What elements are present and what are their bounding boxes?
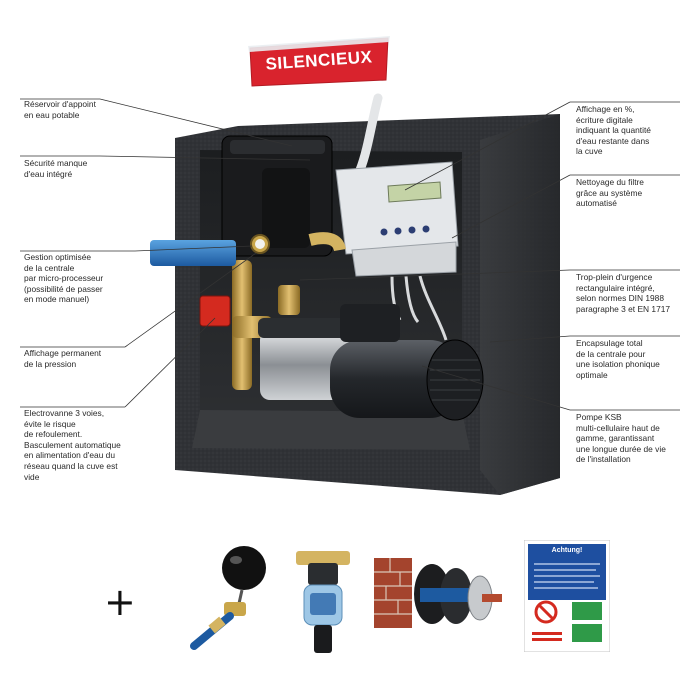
cable-3 [418, 275, 448, 341]
pump-head [258, 318, 358, 338]
pump-motor [330, 340, 460, 418]
cable-2 [404, 275, 420, 323]
warning-sign-accessory [524, 540, 610, 652]
label-encapsulage: Encapsulage total de la centrale pour un… [576, 338, 660, 380]
reservoir-lid [230, 140, 325, 154]
pump-terminal-box [340, 304, 400, 342]
central-unit-illustration [20, 93, 680, 495]
pressure-gauge-face [255, 239, 265, 249]
label-trop-plein: Trop-plein d'urgence rectangulaire intég… [576, 272, 671, 314]
label-nettoyage: Nettoyage du filtre grâce au système aut… [576, 177, 644, 209]
float-valve-accessory [190, 546, 266, 650]
filter-accessory [296, 551, 350, 653]
digital-display [387, 181, 442, 203]
control-button-3 [408, 226, 416, 234]
label-securite: Sécurité manque d'eau intégré [24, 158, 88, 179]
red-electrovanne [199, 295, 231, 327]
label-gestion: Gestion optimisée de la centrale par mic… [24, 252, 104, 305]
label-electrovanne: Electrovanne 3 voies, évite le risque de… [24, 408, 121, 482]
brass-elbow [308, 232, 346, 252]
label-affichage-pourcentage: Affichage en %, écriture digitale indiqu… [576, 104, 651, 157]
housing-floor [192, 410, 470, 450]
control-box-base [351, 241, 457, 277]
housing-right-side [480, 114, 560, 495]
silencieux-badge: SILENCIEUX [246, 34, 392, 88]
leader-lines [20, 98, 680, 411]
control-button-1 [380, 228, 388, 236]
wall-passage-accessory [374, 558, 502, 628]
safety-valve-body [262, 168, 310, 248]
brass-connector [278, 285, 300, 315]
plus-icon: + [104, 580, 136, 624]
control-box [335, 161, 459, 255]
blue-inlet-pipe [150, 240, 236, 266]
label-pompe: Pompe KSB multi-cellulaire haut de gamme… [576, 412, 666, 465]
label-reservoir: Réservoir d'appoint en eau potable [24, 99, 96, 120]
hose [355, 93, 383, 175]
control-button-4 [422, 225, 430, 233]
badge-shape [248, 36, 390, 87]
warning-sign-title: Achtung! [551, 547, 583, 554]
label-affichage-pression: Affichage permanent de la pression [24, 348, 102, 369]
control-button-2 [394, 227, 402, 235]
